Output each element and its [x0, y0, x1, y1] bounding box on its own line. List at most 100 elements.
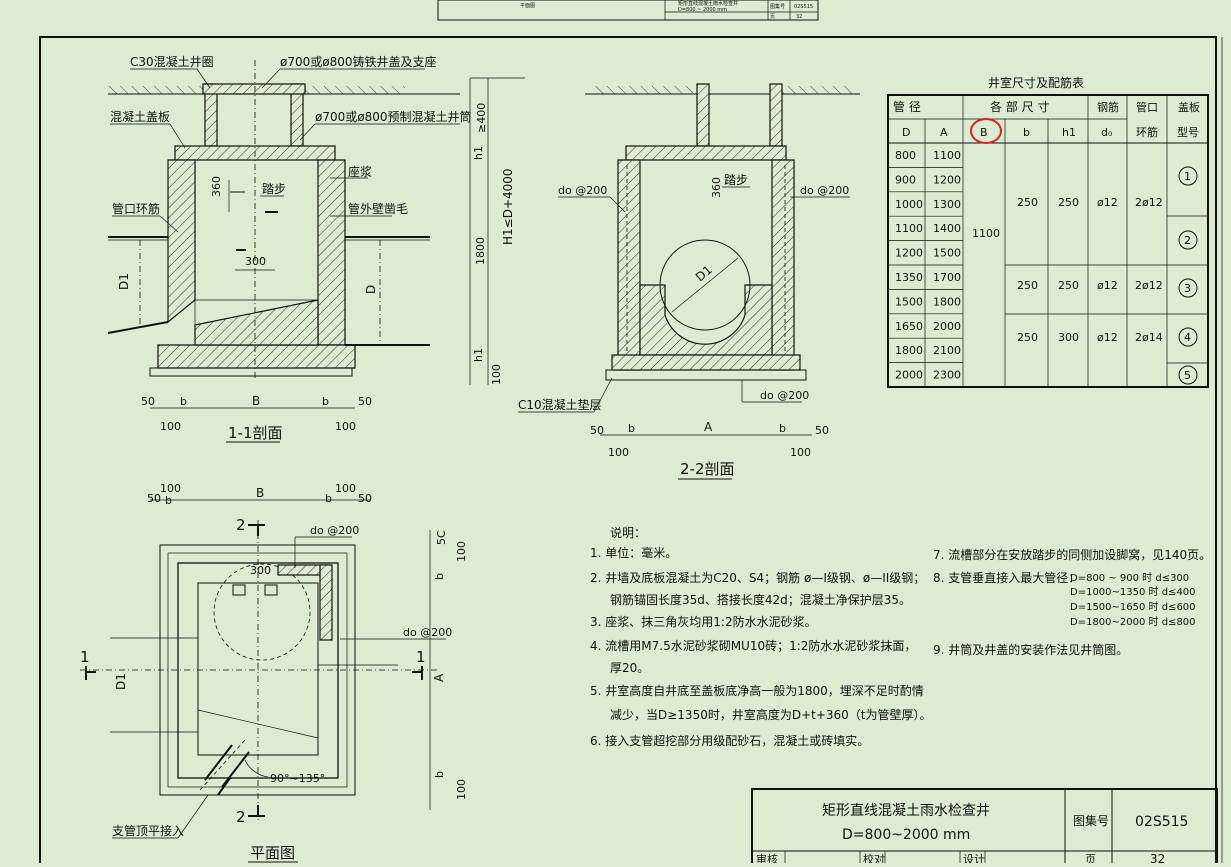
note-6: 6. 接入支管超挖部分用级配砂石，混凝土或砖填实。 [590, 733, 869, 748]
cell-D: 1650 [895, 320, 923, 333]
size-table: 井室尺寸及配筋表 管 径 各 部 尺 寸 钢筋 管口 盖板 D A B b h1… [887, 75, 1209, 388]
dim-b-right: b [322, 395, 329, 408]
label-do-bottom: do @200 [760, 389, 809, 402]
dim-300: 300 [250, 564, 271, 577]
dim-100-left: 100 [160, 420, 181, 433]
cover-slab [625, 145, 787, 161]
dim-5c: 5C [435, 530, 448, 545]
note-7: 7. 流槽部分在安放踏步的同侧加设脚窝，见140页。 [933, 547, 1211, 562]
cell-g1-do: ø12 [1097, 196, 1118, 209]
note-9: 9. 井筒及井盖的安装作法见井筒图。 [933, 642, 1128, 657]
cover-type-4: 4 [1184, 331, 1191, 344]
section-1-title: 1-1剖面 [228, 424, 283, 442]
dim-100-left: 100 [160, 482, 181, 495]
cell-D: 1800 [895, 344, 923, 357]
channel [639, 284, 773, 356]
base-cushion [149, 367, 353, 377]
th-ring: 管口 [1136, 100, 1158, 114]
dim-b-left: b [628, 422, 635, 435]
dim-b-right: b [779, 422, 786, 435]
dim-b-left: b [180, 395, 187, 408]
dim-100-right: 100 [790, 446, 811, 459]
chamber-wall-left [617, 159, 641, 371]
plan-shaft-circle [213, 563, 311, 661]
dim-B: B [252, 394, 260, 408]
top-strip-row1: 矩形直线混凝土雨水检查井 [678, 0, 738, 7]
cell-g3-h1: 300 [1058, 331, 1079, 344]
top-strip-page-no: 32 [796, 14, 802, 20]
cell-D: 1100 [895, 222, 923, 235]
label-do-right: do @200 [403, 626, 452, 639]
notes: 说明： 1. 单位：毫米。 2. 井墙及底板混凝土为C20、S4；钢筋 ø—I级… [590, 525, 1211, 748]
dim-b-top: b [433, 573, 446, 580]
label-mortar: 座浆 [348, 164, 372, 179]
cell-A: 1500 [933, 247, 961, 260]
cell-g2-b: 250 [1017, 279, 1038, 292]
th-pipe: 管 径 [893, 99, 921, 114]
top-strip-row2: D=800 ~ 2000 mm [678, 7, 727, 13]
note-2a: 2. 井墙及底板混凝土为C20、S4；钢筋 ø—I级钢、ø—II级钢； [590, 570, 925, 585]
label-angle: 90°~135° [270, 772, 325, 785]
title-sub: D=800~2000 mm [842, 827, 970, 843]
cell-D: 800 [895, 149, 916, 162]
cell-g2-do: ø12 [1097, 279, 1118, 292]
cell-g3-b: 250 [1017, 331, 1038, 344]
soil-hatch [108, 86, 203, 94]
note-4b: 厚20。 [610, 661, 649, 675]
cell-g1-h1: 250 [1058, 196, 1079, 209]
cover-type-1: 1 [1184, 170, 1191, 183]
highlight-circle [970, 118, 1002, 144]
label-rough: 管外壁凿毛 [348, 201, 408, 216]
label-do-right: do @200 [800, 184, 849, 197]
section-1-1: C30混凝土井圈 ø700或ø800铸铁井盖及支座 混凝土盖板 ø700或ø80… [107, 54, 525, 443]
label-do-left: do @200 [558, 184, 607, 197]
base-slab [157, 344, 356, 369]
dim-b-right: b [325, 492, 332, 505]
label-shaft: ø700或ø800预制混凝土井筒 [315, 109, 472, 124]
pipe-circle [659, 239, 751, 331]
cover-type-2: 2 [1184, 234, 1191, 247]
cell-A: 1800 [933, 295, 961, 308]
chamber-wall-left [167, 159, 196, 324]
dim-100-right: 100 [335, 482, 356, 495]
cell-A: 2000 [933, 320, 961, 333]
chamber-wall-right [317, 159, 346, 346]
label-cover: ø700或ø800铸铁井盖及支座 [280, 54, 437, 69]
label-branch: 支管顶平接入 [112, 823, 184, 838]
note-8c: D=1500~1650 时 d≤600 [1070, 601, 1196, 613]
notes-title: 说明： [610, 525, 646, 540]
th-sub-b: b [1023, 126, 1030, 139]
cell-B-value: 1100 [972, 227, 1000, 240]
th-sub-type: 型号 [1177, 125, 1199, 139]
dim-50-left: 50 [590, 424, 604, 437]
section-marker-1-right: 1 [416, 648, 426, 666]
th-cover: 盖板 [1178, 100, 1200, 114]
atlas-number: 02S515 [1135, 814, 1188, 830]
note-4a: 4. 流槽用M7.5水泥砂浆砌MU10砖；1:2防水水泥砂浆抹面， [590, 638, 916, 653]
dim-400: ≥400 [475, 103, 488, 133]
section-marker-2-bottom: 2 [236, 808, 246, 826]
cover-type-5: 5 [1184, 369, 1191, 382]
review-label: 审核 [756, 852, 778, 863]
section-2-2: 踏步 360 do @200 do @200 D1 do @200 C10混凝土… [518, 83, 860, 480]
cell-A: 2100 [933, 344, 961, 357]
check-label: 校对 [863, 852, 885, 863]
section-marker-2-top: 2 [236, 516, 246, 534]
chamber-wall-right [771, 159, 795, 371]
page-label: 页 [1085, 853, 1096, 863]
note-8d: D=1800~2000 时 d≤800 [1070, 616, 1196, 628]
label-h1-bottom: h1 [472, 348, 485, 362]
c10-cushion [605, 369, 807, 381]
label-c30-ring: C30混凝土井圈 [130, 54, 214, 69]
cell-g3-ring: 2ø14 [1135, 331, 1163, 344]
dim-50-right: 50 [358, 395, 372, 408]
cell-A: 1200 [933, 173, 961, 186]
design-label: 设计 [963, 853, 985, 863]
top-strip-atlas: 图集号 [770, 3, 785, 10]
dim-100-bottom: 100 [455, 779, 468, 800]
dim-B: B [256, 486, 264, 500]
label-do-top: do @200 [310, 524, 359, 537]
top-strip-page-label: 页 [770, 14, 775, 20]
label-A: A [432, 673, 446, 682]
